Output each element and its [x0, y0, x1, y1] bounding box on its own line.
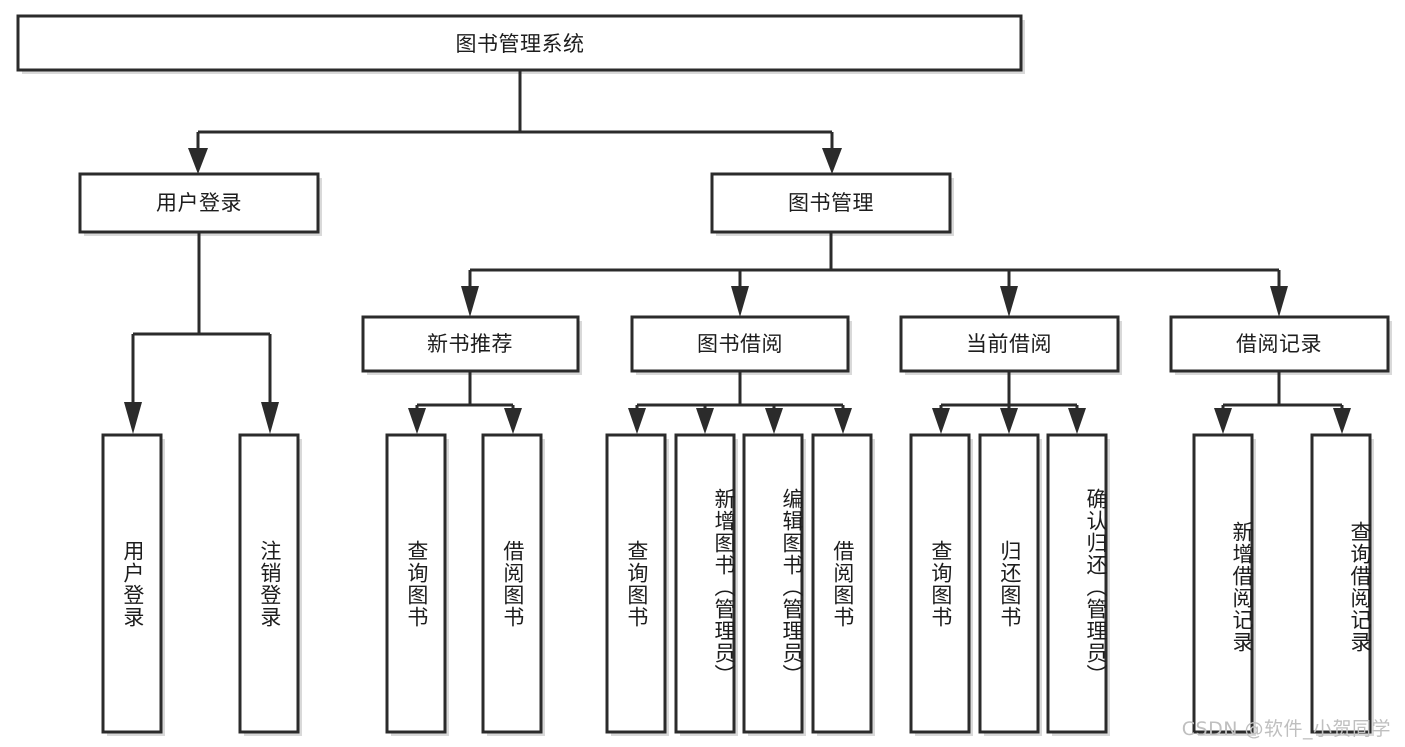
new-book-recommend-label: 新书推荐	[427, 332, 513, 356]
connector-root-to-level2	[188, 70, 842, 174]
borrow-record-box	[1169, 315, 1390, 373]
arrow-to-leaf-user-login	[124, 402, 142, 434]
node-book-manage[interactable]: 图书管理	[710, 172, 954, 236]
arrow-to-new-book-recommend	[461, 286, 479, 317]
new-book-recommend-box	[361, 315, 580, 373]
arrow-to-book-manage	[822, 148, 842, 174]
connector-book-borrow-to-leaves	[628, 371, 852, 434]
arrow-to-current-borrow	[1000, 286, 1018, 317]
leaf-return-book-box[interactable]	[978, 433, 1040, 734]
arrow-to-leaf-query-book-1	[408, 408, 426, 434]
arrow-to-leaf-add-record	[1214, 408, 1232, 434]
csdn-watermark: CSDN @软件_小贺同学	[1181, 718, 1391, 740]
user-login-label: 用户登录	[156, 191, 242, 215]
arrow-to-leaf-query-book-2	[628, 408, 646, 434]
arrow-to-leaf-add-book	[696, 408, 714, 434]
connector-book-manage-to-level3	[461, 232, 1288, 317]
arrow-to-leaf-return-book	[1000, 408, 1018, 434]
root-label: 图书管理系统	[456, 32, 585, 56]
book-borrow-label: 图书借阅	[697, 332, 783, 356]
leaf-edit-book-box[interactable]	[742, 433, 804, 734]
arrow-to-leaf-confirm-return	[1068, 408, 1086, 434]
leaf-query-book-2-box[interactable]	[605, 433, 667, 734]
leaf-query-book-3-box[interactable]	[909, 433, 971, 734]
leaf-add-book-box[interactable]	[674, 433, 736, 734]
current-borrow-box	[899, 315, 1120, 373]
connector-new-book-recommend-to-leaves	[408, 371, 522, 434]
root-box	[16, 14, 1023, 72]
node-borrow-record[interactable]: 借阅记录	[1169, 315, 1392, 375]
connector-user-login-to-leaves	[124, 232, 279, 434]
arrow-to-leaf-borrow-book-1	[504, 408, 522, 434]
connector-borrow-record-to-leaves	[1214, 371, 1351, 434]
arrow-to-leaf-borrow-book-2	[834, 408, 852, 434]
leaf-boxes	[101, 433, 1374, 736]
leaf-user-login-box[interactable]	[101, 433, 163, 734]
leaf-borrow-book-2-box[interactable]	[811, 433, 873, 734]
leaf-confirm-return-box[interactable]	[1046, 433, 1108, 734]
arrow-to-leaf-query-record	[1333, 408, 1351, 434]
node-book-borrow[interactable]: 图书借阅	[630, 315, 852, 375]
arrow-to-borrow-record	[1270, 286, 1288, 317]
node-user-login[interactable]: 用户登录	[78, 172, 322, 236]
arrow-to-leaf-edit-book	[765, 408, 783, 434]
node-new-book-recommend[interactable]: 新书推荐	[361, 315, 582, 375]
arrow-to-leaf-query-book-3	[932, 408, 950, 434]
leaf-query-book-1-box[interactable]	[385, 433, 447, 734]
leaf-borrow-book-1-box[interactable]	[481, 433, 543, 734]
node-root[interactable]: 图书管理系统	[16, 14, 1025, 74]
arrow-to-book-borrow	[731, 286, 749, 317]
arrow-to-user-login	[188, 148, 208, 174]
node-current-borrow[interactable]: 当前借阅	[899, 315, 1122, 375]
arrow-to-leaf-user-logout	[261, 402, 279, 434]
user-login-box	[78, 172, 320, 234]
leaf-add-record-box[interactable]	[1192, 433, 1254, 734]
book-manage-label: 图书管理	[788, 191, 874, 215]
current-borrow-label: 当前借阅	[966, 332, 1052, 356]
leaf-user-logout-box[interactable]	[238, 433, 300, 734]
connector-current-borrow-to-leaves	[932, 371, 1086, 434]
leaf-query-record-box[interactable]	[1310, 433, 1372, 734]
borrow-record-label: 借阅记录	[1236, 332, 1322, 356]
